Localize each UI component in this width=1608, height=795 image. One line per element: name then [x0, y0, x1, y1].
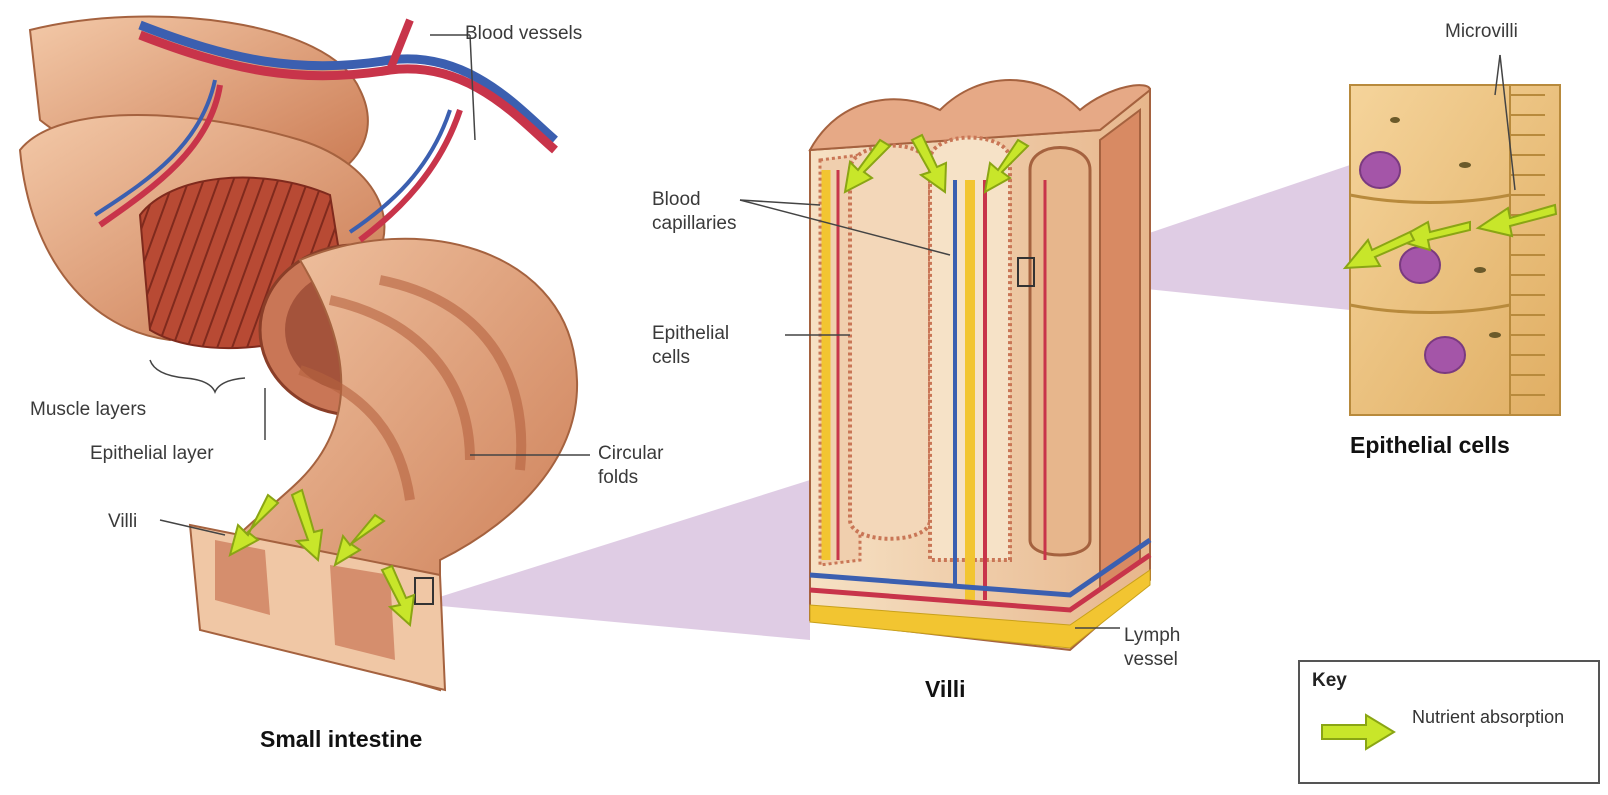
label-blood-vessels: Blood vessels	[465, 22, 582, 46]
label-villi: Villi	[108, 510, 137, 534]
caption-small-intestine: Small intestine	[260, 726, 422, 753]
legend-title: Key	[1312, 670, 1347, 692]
nucleus	[1400, 247, 1440, 283]
label-lymph-vessel-line2: vessel	[1124, 648, 1178, 672]
caption-villi: Villi	[925, 676, 966, 703]
label-blood-capillaries-line1: Blood	[652, 188, 701, 212]
label-epithelial-cells-line2: cells	[652, 346, 690, 370]
label-circular-folds-line1: Circular	[598, 442, 663, 466]
caption-epithelial-cells: Epithelial cells	[1350, 432, 1510, 459]
epithelial-cells-illustration	[1345, 55, 1560, 415]
label-circular-folds-line2: folds	[598, 466, 638, 490]
label-blood-capillaries-line2: capillaries	[652, 212, 736, 236]
label-muscle-layers: Muscle layers	[30, 398, 146, 422]
nucleus	[1425, 337, 1465, 373]
label-microvilli: Microvilli	[1445, 20, 1518, 44]
nutrient-arrow-icon	[1318, 712, 1398, 752]
label-lymph-vessel-line1: Lymph	[1124, 624, 1180, 648]
nucleus	[1360, 152, 1400, 188]
label-epithelial-cells-line1: Epithelial	[652, 322, 729, 346]
legend-entry-nutrient-absorption: Nutrient absorption	[1412, 706, 1592, 728]
legend-key: Key Nutrient absorption	[1298, 660, 1600, 784]
label-epithelial-layer: Epithelial layer	[90, 442, 214, 466]
